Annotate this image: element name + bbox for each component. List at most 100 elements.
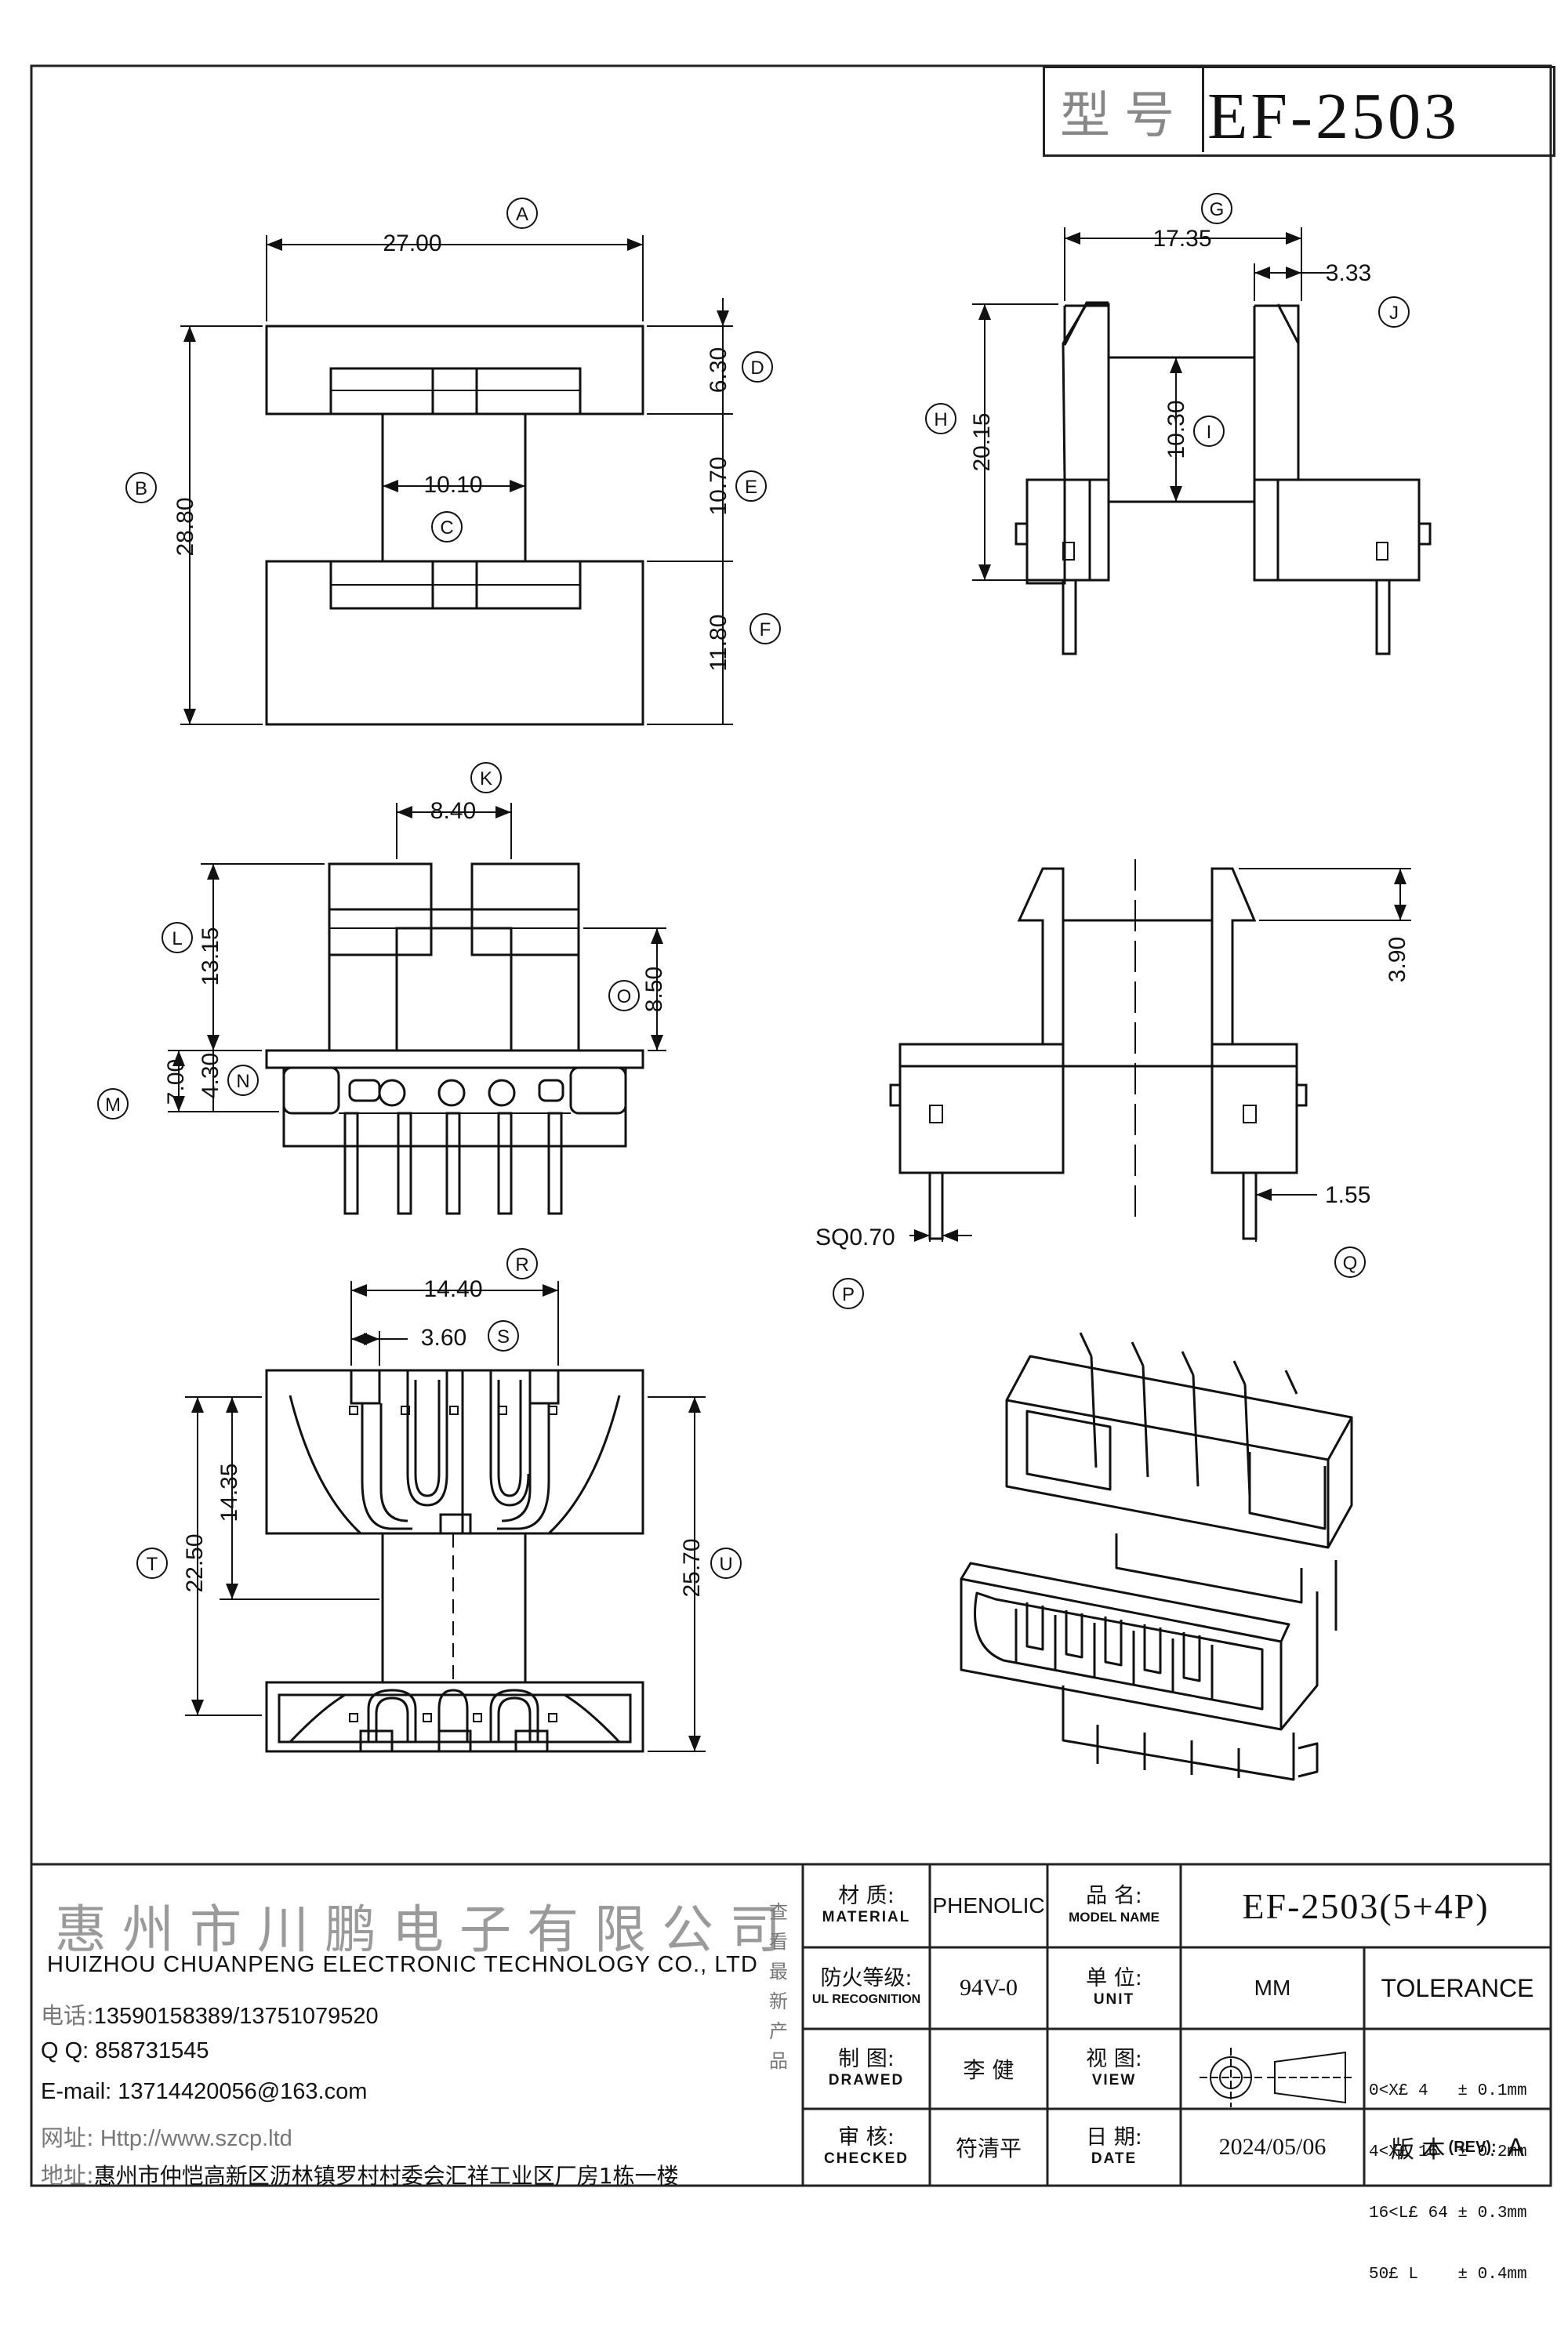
tolerance-row: 0<X£ 4 ± 0.1mm: [1369, 2082, 1527, 2100]
dim-s-value: 3.60: [421, 1325, 466, 1351]
unit-label: 单 位: UNIT: [1049, 1949, 1179, 2027]
qq-value: 858731545: [95, 2038, 209, 2063]
side-view: [1014, 301, 1432, 655]
letter-a: A: [516, 204, 528, 225]
dim-pin-offset-value: 1.55: [1325, 1182, 1370, 1208]
checked-label: 审 核: CHECKED: [804, 2110, 928, 2184]
contact-address: 地址:惠州市仲恺高新区沥林镇罗村村委会汇祥工业区厂房1栋一楼: [41, 2157, 679, 2190]
web-value: Http://www.szcp.ltd: [100, 2126, 292, 2151]
tolerance-row: 50£ L ± 0.4mm: [1369, 2266, 1527, 2284]
email-label: E-mail:: [41, 2079, 112, 2104]
contact-phone: 电话:13590158389/13751079520: [41, 1998, 379, 2030]
revision-label-cn: 版 本: [1391, 2136, 1446, 2164]
dim-m-value: 7.00: [163, 1059, 189, 1105]
checked-value: 符清平: [955, 2135, 1022, 2161]
dim-l-value: 13.15: [198, 927, 223, 985]
type-label: 型号: [1060, 87, 1189, 145]
front-view-dims: [168, 803, 666, 1112]
section-view: [889, 859, 1308, 1240]
drawing-border: [30, 64, 1552, 1866]
drawn-label: 制 图: DRAWED: [804, 2030, 928, 2107]
ul-label-cn: 防火等级:: [820, 1966, 913, 1990]
section-view-letters: P Q: [833, 1246, 1366, 1309]
view-label-cn: 视 图:: [1086, 2047, 1142, 2071]
letter-b: B: [135, 478, 147, 499]
letter-r: R: [515, 1254, 528, 1275]
material-label-cn: 材 质:: [838, 1884, 895, 1908]
date-label-en: DATE: [1091, 2150, 1138, 2167]
contact-qq: Q Q: 858731545: [41, 2038, 209, 2064]
view-label-en: VIEW: [1091, 2072, 1137, 2088]
phone-value: 13590158389/13751079520: [93, 2004, 379, 2029]
bottom-view-pin-marks: [349, 1406, 557, 1722]
revision-label-en: (REV):: [1448, 2138, 1497, 2156]
letter-e: E: [745, 477, 757, 498]
letter-k: K: [480, 768, 492, 789]
dim-b-value: 28.80: [172, 497, 198, 556]
phone-label: 电话:: [41, 2002, 94, 2029]
front-view-letters: K L M N O: [97, 762, 640, 1119]
tolerance-row: 4<X£ 16 ± 0.2mm: [1369, 2143, 1527, 2161]
side-note-vertical: 查看最新产品: [769, 1901, 788, 2072]
checked-label-cn: 审 核:: [838, 2125, 895, 2150]
dim-t-value: 22.50: [182, 1533, 208, 1592]
drawn-value: 李 健: [963, 2057, 1014, 2083]
material-label: 材 质: MATERIAL: [804, 1866, 928, 1946]
drawn-label-cn: 制 图:: [838, 2047, 895, 2071]
dim-t2-value: 14.35: [216, 1463, 242, 1522]
dim-a-value: 27.00: [383, 230, 441, 256]
unit-label-en: UNIT: [1093, 1991, 1135, 2008]
letter-l: L: [172, 928, 182, 949]
top-view-letters: A B C D E F: [125, 198, 781, 644]
dim-k-value: 8.40: [430, 798, 476, 824]
model-name-label-cn: 品 名:: [1086, 1884, 1142, 1908]
technical-drawing: 27.00 28.80 10.10 6.30 10.70 11.80 A B C…: [30, 64, 1552, 1866]
model-name-label: 品 名: MODEL NAME: [1049, 1866, 1179, 1946]
letter-c: C: [440, 517, 453, 539]
letter-h: H: [934, 409, 947, 430]
dim-pin-sq-value: SQ0.70: [815, 1225, 895, 1250]
dim-u-value: 25.70: [679, 1538, 705, 1597]
dim-e-value: 10.70: [706, 456, 731, 515]
company-name-en: HUIZHOU CHUANPENG ELECTRONIC TECHNOLOGY …: [47, 1952, 758, 1977]
material-value: PHENOLIC: [932, 1893, 1045, 1918]
dim-h-value: 20.15: [969, 412, 995, 471]
top-view-dims: [180, 235, 733, 725]
material-label-en: MATERIAL: [822, 1909, 911, 1925]
letter-t: T: [147, 1554, 158, 1575]
model-header-divider: [1202, 67, 1204, 152]
contact-web: 网址: Http://www.szcp.ltd: [41, 2120, 292, 2153]
date-label: 日 期: DATE: [1049, 2110, 1179, 2184]
model-name-value: EF-2503(5+4P): [1242, 1885, 1490, 1926]
tolerance-row: 16<L£ 64 ± 0.3mm: [1369, 2204, 1527, 2223]
address-value: 惠州市仲恺高新区沥林镇罗村村委会汇祥工业区厂房1栋一楼: [93, 2163, 679, 2189]
letter-p: P: [842, 1284, 855, 1305]
ul-value: 94V-0: [960, 1975, 1018, 2001]
dim-n-value: 4.30: [198, 1053, 223, 1098]
drawn-label-en: DRAWED: [828, 2072, 905, 2088]
letter-j: J: [1389, 303, 1399, 324]
address-label: 地址:: [41, 2162, 94, 2189]
drawing-sheet: 型号 EF-2503: [30, 64, 1555, 2284]
dim-r-value: 14.40: [423, 1276, 482, 1302]
company-name-cn: 惠州市川鹏电子有限公司: [55, 1900, 797, 1960]
date-value: 2024/05/06: [1218, 2134, 1327, 2160]
tolerance-title: TOLERANCE: [1381, 1973, 1534, 2002]
dim-i-value: 10.30: [1163, 400, 1189, 459]
letter-i: I: [1207, 422, 1212, 443]
bottom-view-dims: [185, 1281, 706, 1752]
letter-f: F: [760, 619, 771, 640]
model-number: EF-2503: [1207, 80, 1460, 153]
ul-label: 防火等级: UL RECOGNITION: [804, 1949, 928, 2027]
email-value: 13714420056@163.com: [118, 2079, 368, 2104]
unit-label-cn: 单 位:: [1086, 1966, 1142, 1990]
dim-tab-value: 3.90: [1385, 937, 1410, 982]
revision-value: A: [1507, 2132, 1524, 2161]
qq-label: Q Q:: [41, 2038, 89, 2063]
web-label: 网址:: [41, 2125, 94, 2151]
dim-g-value: 17.35: [1152, 226, 1211, 252]
bottom-view-letters: R S T U: [136, 1248, 742, 1579]
letter-u: U: [719, 1554, 732, 1575]
front-view: [265, 862, 644, 1215]
revision-cell: 版 本 (REV): A: [1366, 2110, 1549, 2184]
